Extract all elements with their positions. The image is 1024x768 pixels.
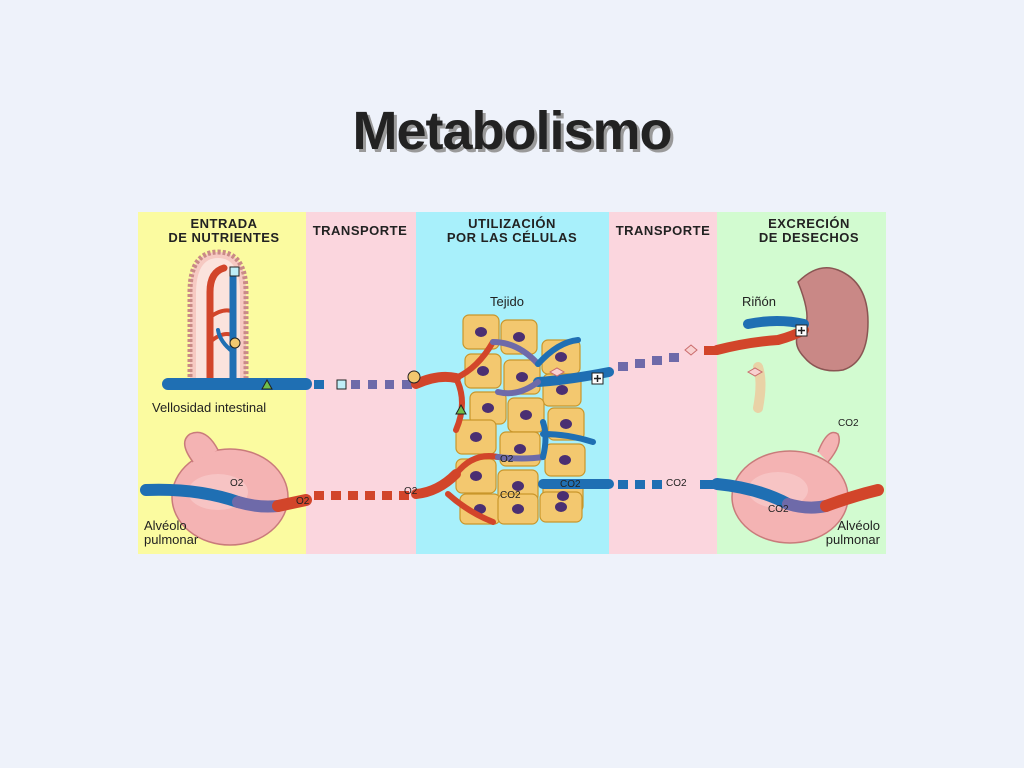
gas-co2-transport: CO2 xyxy=(666,478,687,489)
header-entrada-line1: ENTRADA xyxy=(190,216,257,231)
alveolo-right xyxy=(731,431,849,544)
label-rinon: Riñón xyxy=(742,294,776,309)
diamond-waste-icon xyxy=(684,344,698,356)
gas-co2-out: CO2 xyxy=(838,418,859,429)
header-excrecion-line1: EXCRECIÓN xyxy=(768,216,850,231)
gas-o2-tissue: O2 xyxy=(500,454,514,465)
lung-right-vessel-red xyxy=(820,484,884,512)
diamond-waste-icon xyxy=(548,367,566,377)
label-alveolo-left-1: Alvéolo xyxy=(144,518,187,533)
header-transporte-right: TRANSPORTE xyxy=(616,223,711,238)
gas-co2-vessel: CO2 xyxy=(560,479,581,490)
label-tejido: Tejido xyxy=(490,294,524,309)
circle-nutrient-icon xyxy=(229,337,241,349)
panel-transporte-right xyxy=(609,212,717,554)
transport-right-upper xyxy=(618,346,717,371)
header-utilizacion-line2: POR LAS CÉLULAS xyxy=(447,230,577,245)
lung-right-vessel-blue xyxy=(711,478,794,510)
label-vellosidad: Vellosidad intestinal xyxy=(152,400,266,415)
gas-co2-lung: CO2 xyxy=(768,504,789,515)
gas-o2-transport: O2 xyxy=(404,486,418,497)
diamond-waste-icon xyxy=(746,367,764,377)
transport-right-lower xyxy=(618,480,717,489)
label-alveolo-right-1: Alvéolo xyxy=(837,518,880,533)
metabolism-diagram: ENTRADA DE NUTRIENTES TRANSPORTE UTILIZA… xyxy=(138,212,886,554)
circle-nutrient-icon xyxy=(407,370,421,384)
plus-waste-icon xyxy=(591,372,604,385)
header-entrada-line2: DE NUTRIENTES xyxy=(168,230,279,245)
label-alveolo-right-2: pulmonar xyxy=(826,532,881,547)
page-title: Metabolismo xyxy=(352,101,672,161)
square-nutrient-icon xyxy=(229,266,240,277)
header-utilizacion-line1: UTILIZACIÓN xyxy=(468,216,556,231)
intestinal-villus xyxy=(187,249,249,388)
transport-left-lower xyxy=(314,491,409,500)
header-transporte-left: TRANSPORTE xyxy=(313,223,408,238)
gas-o2-lung: O2 xyxy=(230,478,244,489)
gas-co2-tissue: CO2 xyxy=(500,490,521,501)
triangle-nutrient-icon xyxy=(455,403,467,415)
panel-transporte-left xyxy=(306,212,416,554)
lung-vessel-red xyxy=(272,494,312,512)
gas-o2-vessel: O2 xyxy=(296,496,310,507)
header-excrecion-line2: DE DESECHOS xyxy=(759,230,859,245)
square-nutrient-icon xyxy=(336,379,347,390)
lung-vessel-blue xyxy=(140,483,244,508)
triangle-nutrient-icon xyxy=(261,378,273,390)
plus-waste-icon xyxy=(795,324,808,337)
transport-left-upper xyxy=(314,380,412,389)
label-alveolo-left-2: pulmonar xyxy=(144,532,199,547)
